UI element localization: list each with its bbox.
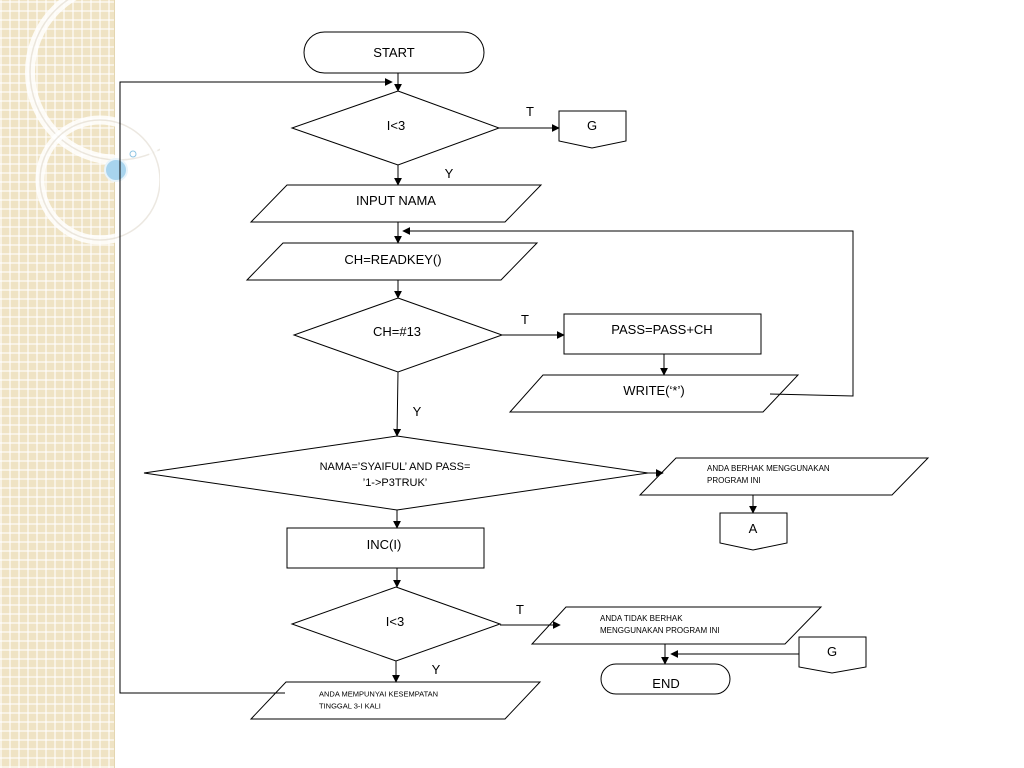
pass-concat-label: PASS=PASS+CH [611, 321, 713, 337]
granted-label-line2: PROGRAM INI [707, 476, 761, 485]
start-label: START [373, 44, 415, 60]
arrow-write-loop-back [402, 227, 854, 397]
offpage-connector-g-bottom [798, 636, 867, 674]
denied-output-parallelogram [530, 606, 823, 645]
chance-label-line2: TINGGAL 3-I KALI [319, 701, 381, 711]
chance-label-line1: ANDA MEMPUNYAI KESEMPATAN [319, 689, 439, 699]
cond3-label-line2: ’1->P3TRUK’ [362, 477, 428, 490]
cond1-true-label: T [526, 103, 534, 119]
start-terminator [303, 31, 485, 74]
decorative-sidebar [0, 0, 115, 768]
arrow-cond2-false [393, 371, 402, 437]
cond1-false-label: Y [444, 165, 454, 181]
cond4-true-label: T [516, 601, 524, 617]
readkey-label: CH=READKEY() [344, 251, 442, 267]
chance-output-parallelogram [249, 681, 542, 720]
goto-g2-label: G [826, 643, 838, 659]
arrow-retry-loop-back [119, 78, 393, 694]
write-star-parallelogram [508, 374, 800, 413]
denied-label-line2: MENGGUNAKAN PROGRAM INI [600, 626, 720, 635]
readkey-parallelogram [245, 242, 539, 281]
offpage-connector-g-top [558, 110, 627, 149]
cond3-label-line1: NAMA=’SYAIFUL’ AND PASS= [319, 461, 471, 474]
inc-label: INC(I) [366, 536, 402, 552]
offpage-connector-a [719, 512, 788, 551]
cond4-false-label: Y [431, 661, 441, 677]
cond2-label: CH=#13 [372, 323, 422, 339]
pass-concat-process [563, 313, 762, 355]
write-star-label: WRITE(‘*’) [623, 382, 685, 398]
connector-a-label: A [748, 520, 758, 536]
deco-ring-small [35, 115, 160, 245]
end-label: END [652, 675, 680, 691]
cond2-true-label: T [521, 311, 529, 327]
denied-label-line1: ANDA TIDAK BERHAK [600, 614, 683, 623]
deco-dot [129, 150, 137, 158]
deco-bubble [104, 158, 128, 182]
cond4-label: I<3 [385, 613, 405, 629]
input-nama-label: INPUT NAMA [356, 192, 436, 208]
granted-label-line1: ANDA BERHAK MENGGUNAKAN [707, 464, 830, 473]
cond2-false-label: Y [412, 403, 422, 419]
deco-ring-small-edge [39, 119, 160, 241]
input-nama-parallelogram [249, 184, 543, 223]
granted-output-parallelogram [638, 457, 930, 496]
goto-g1-label: G [586, 117, 598, 133]
inc-i-process [286, 527, 485, 569]
decorative-circles [25, 0, 160, 245]
cond1-label: I<3 [386, 117, 406, 133]
